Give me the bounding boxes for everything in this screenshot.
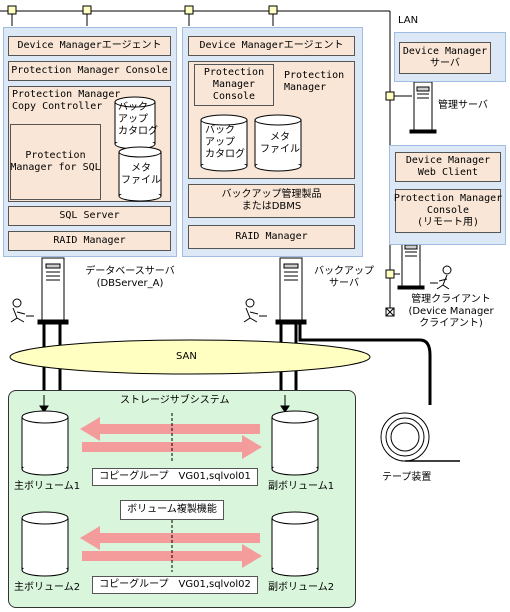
copy-group-1: コピーグループ VG01,sqlvol01 (92, 468, 258, 486)
mgmt-server-label: 管理サーバ (438, 100, 488, 111)
db-server-tower-icon (37, 257, 69, 325)
mgmt-dm-server: Device Manager サーバ (399, 42, 491, 74)
db-meta-file-cylinder (118, 146, 162, 202)
backup-product: バックアップ管理製品 またはDBMS (188, 184, 355, 218)
db-server-label: データベースサーバ (DBServer_A) (85, 266, 175, 289)
db-raid-manager: RAID Manager (8, 231, 171, 251)
backup-pm-console: Protection Manager Console (194, 64, 274, 106)
db-cylinders (114, 96, 162, 202)
lan-connector (385, 269, 395, 279)
backup-meta-file-cylinder (254, 114, 302, 172)
copy-group-2: コピーグループ VG01,sqlvol02 (92, 576, 258, 594)
user-icon (243, 298, 267, 323)
primary-volume-2-cylinder (21, 511, 69, 577)
primary-volume-1-cylinder (21, 410, 69, 476)
lan-connector (385, 91, 395, 101)
mgmt-server-tower-icon (409, 81, 437, 134)
lan-connector (184, 5, 194, 15)
storage-title: ストレージサブシステム (120, 395, 230, 406)
db-sql-server: SQL Server (8, 206, 171, 226)
mgmt-pm-console: Protection Manager Console (リモート用) (394, 189, 502, 233)
backup-cylinders (200, 114, 302, 172)
primary-volume-2-label: 主ボリューム2 (14, 582, 81, 593)
db-meta-file-label: メタ ファイル (121, 163, 161, 186)
lan-connector (7, 5, 17, 15)
lan-connector (82, 5, 92, 15)
backup-server-tower-icon (275, 257, 307, 325)
db-backup-catalog-label: バック アップ カタログ (118, 102, 158, 137)
db-pm-sql: Protection Manager for SQL (10, 124, 101, 200)
san-label: SAN (176, 351, 197, 362)
db-pm-console: Protection Manager Console (8, 61, 171, 81)
tape-label: テープ装置 (382, 472, 432, 483)
backup-meta-file-label: メタ ファイル (260, 132, 300, 155)
backup-pm-label: Protection Manager (284, 70, 345, 93)
db-backup-catalog-cylinder (114, 96, 156, 150)
lan-connector (268, 5, 278, 15)
primary-volume-1-label: 主ボリューム1 (14, 481, 81, 492)
lan-label: LAN (398, 15, 419, 26)
secondary-volume-1-cylinder (271, 410, 319, 476)
backup-raid-manager: RAID Manager (188, 225, 355, 249)
tape-device-icon (380, 412, 460, 462)
replication-function: ボリューム複製機能 (120, 500, 224, 520)
secondary-volume-2-cylinder (271, 511, 319, 577)
san-ellipse (9, 339, 371, 375)
secondary-volume-2-label: 副ボリューム2 (268, 582, 335, 593)
backup-server-label: バックアップ サーバ (314, 266, 374, 289)
backup-catalog-cylinder (200, 114, 248, 172)
lan-terminator (385, 307, 395, 317)
mgmt-client-tower-icon (397, 239, 425, 290)
user-icon (10, 298, 34, 323)
lan-connectors (7, 5, 395, 279)
backup-dm-agent: Device Managerエージェント (188, 36, 355, 56)
backup-catalog-label: バック アップ カタログ (205, 125, 245, 160)
user-icon (430, 265, 452, 290)
db-copy-controller-label: Protection Manager Copy Controller (12, 89, 121, 112)
secondary-volume-1-label: 副ボリューム1 (268, 481, 335, 492)
db-dm-agent: Device Managerエージェント (8, 36, 171, 56)
mgmt-web-client: Device Manager Web Client (395, 152, 501, 182)
replication-arrows-1 (80, 417, 262, 459)
mgmt-client-label: 管理クライアント (Device Manager クライアント) (408, 294, 494, 329)
replication-arrows-2 (80, 526, 262, 568)
